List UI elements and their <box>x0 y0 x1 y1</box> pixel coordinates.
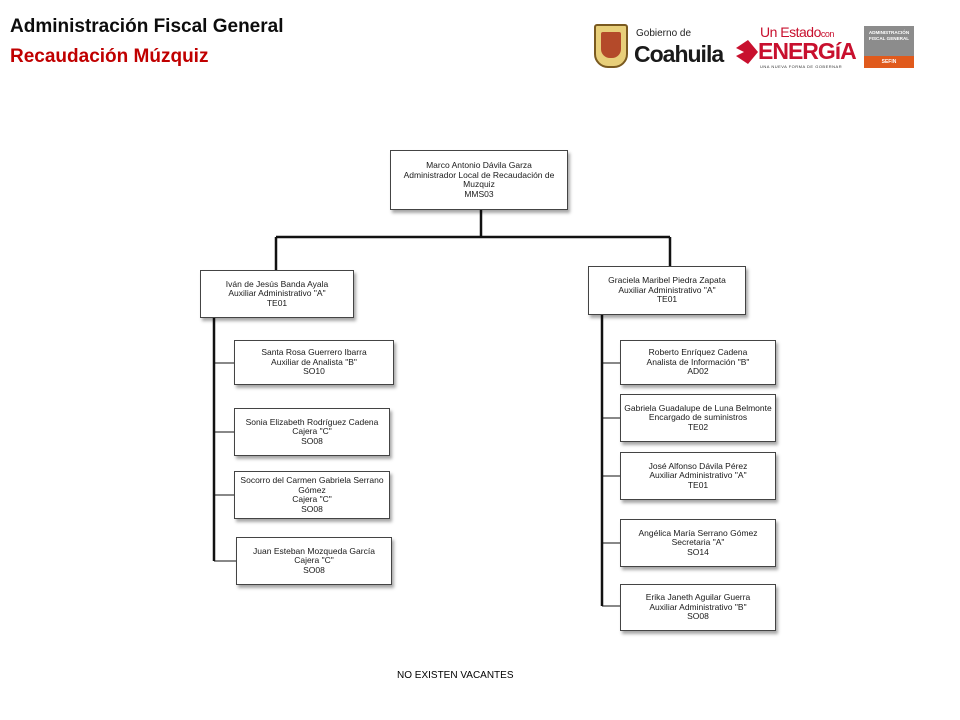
coahuila-logo-name: Coahuila <box>634 41 724 67</box>
org-box-left-3: Socorro del Carmen Gabriela Serrano Góme… <box>234 471 390 519</box>
page-subtitle: Recaudación Múzquiz <box>10 46 209 67</box>
coahuila-logo: Gobierno de Coahuila <box>594 24 724 70</box>
energia-logo: Un Estadocon ENERGíA UNA NUEVA FORMA DE … <box>734 22 857 72</box>
page-title: Administración Fiscal General <box>10 16 284 37</box>
energia-mark-icon <box>736 40 758 64</box>
afg-logo-text: ADMINISTRACIÓN FISCAL GENERAL <box>868 30 910 41</box>
energia-logo-top: Un Estadocon <box>760 24 834 40</box>
afg-logo: ADMINISTRACIÓN FISCAL GENERAL SEFIN <box>864 26 914 68</box>
energia-logo-tagline: UNA NUEVA FORMA DE GOBERNAR <box>760 64 843 69</box>
coahuila-crest-icon <box>594 24 628 68</box>
afg-logo-band: SEFIN <box>864 56 914 68</box>
coahuila-logo-prefix: Gobierno de <box>636 28 692 39</box>
footer-note: NO EXISTEN VACANTES <box>397 670 514 681</box>
energia-logo-name: ENERGíA <box>758 38 857 64</box>
